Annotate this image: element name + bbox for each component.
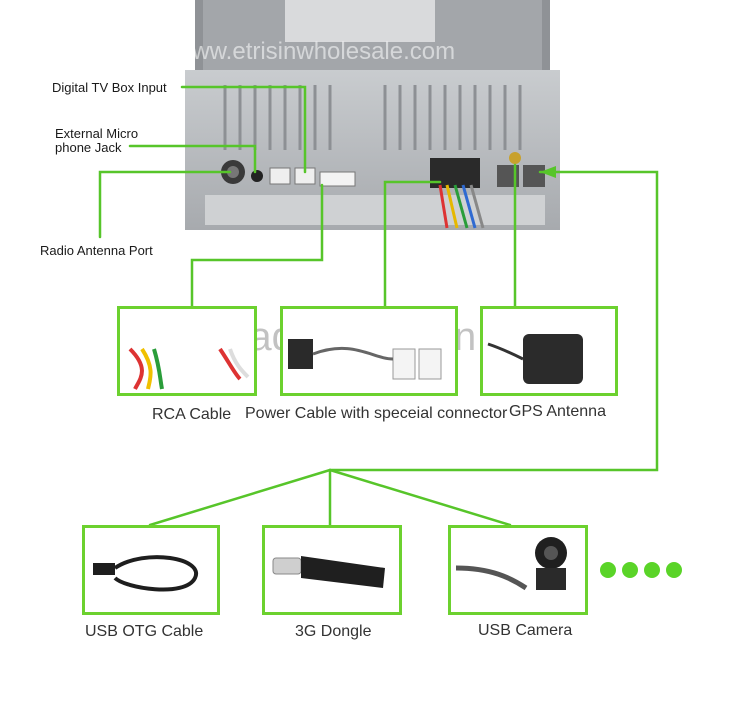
usb-otg-cable-box xyxy=(82,525,220,615)
gps-antenna-icon xyxy=(487,334,583,384)
more-items-dot-3 xyxy=(644,562,660,578)
usb-camera-box xyxy=(448,525,588,615)
power-cable-icon xyxy=(288,339,442,380)
more-items-dot-4 xyxy=(666,562,682,578)
more-items-dot-2 xyxy=(622,562,638,578)
usb-otg-cable-icon xyxy=(93,555,199,592)
gps-antenna-box xyxy=(480,306,618,396)
head-unit-illustration xyxy=(185,0,560,230)
usb-camera-icon xyxy=(455,537,567,591)
3g-dongle-box xyxy=(262,525,402,615)
more-items-dot-1 xyxy=(600,562,616,578)
usb-camera-caption: USB Camera xyxy=(478,622,573,639)
power-cable-box xyxy=(280,306,458,396)
gps-antenna-caption: GPS Antenna xyxy=(509,403,606,420)
head-unit-rear-panel xyxy=(185,0,560,230)
usb-dongle-icon xyxy=(272,556,385,588)
rca-cable-box xyxy=(117,306,257,396)
rca-cable-icon xyxy=(128,347,250,390)
3g-dongle-caption: 3G Dongle xyxy=(295,623,372,640)
usb-otg-cable-caption: USB OTG Cable xyxy=(85,623,204,640)
rca-cable-caption: RCA Cable xyxy=(152,406,232,423)
microphone-jack-label-line1: External Micro xyxy=(55,126,139,141)
microphone-jack-label-line2: phone Jack xyxy=(55,140,122,155)
digital-tv-box-input-label: Digital TV Box Input xyxy=(52,80,167,95)
radio-antenna-port-label: Radio Antenna Port xyxy=(40,243,153,258)
power-cable-caption: Power Cable with speceial connector xyxy=(245,405,508,422)
